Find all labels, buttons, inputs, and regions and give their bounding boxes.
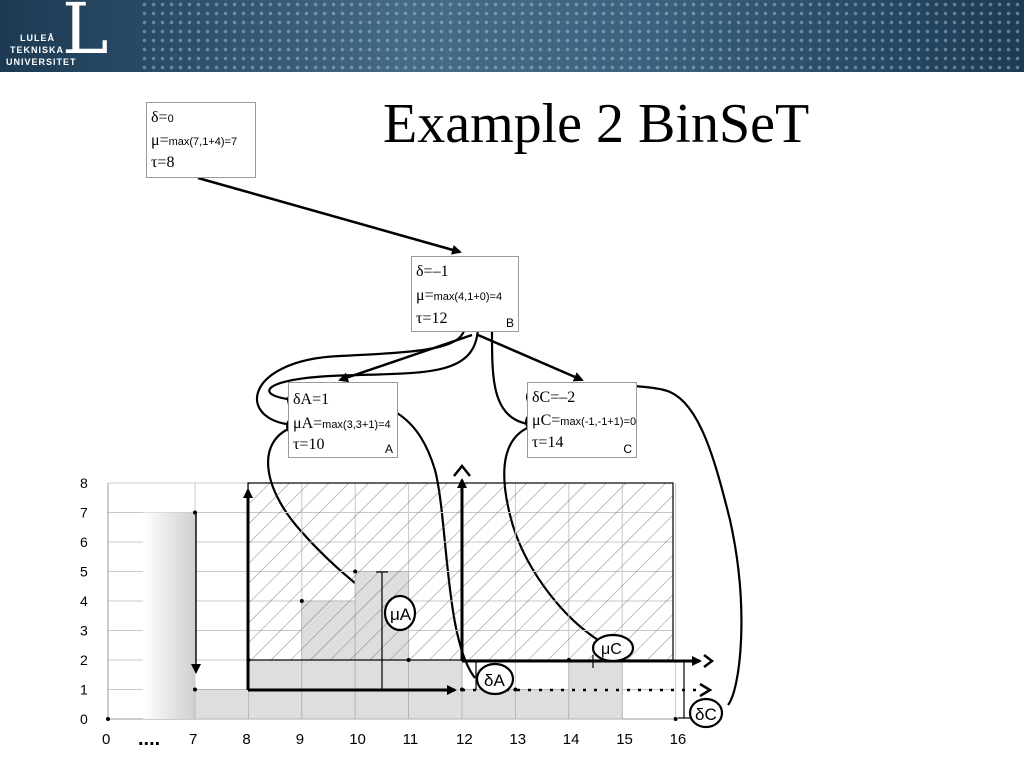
delta-c-circle: [688, 697, 724, 729]
x-tick-label: 7: [189, 731, 197, 748]
x-tick-label: 11: [403, 731, 419, 748]
node-c-tau: τ=14: [532, 434, 564, 451]
x-tick-label: 0: [102, 731, 110, 748]
x-tick-label: 9: [296, 731, 304, 748]
profile-point: [193, 687, 197, 692]
profile-point: [353, 569, 358, 574]
slide-title: Example 2 BinSeT: [383, 93, 810, 155]
profile-bar: [461, 689, 516, 720]
node-b-delta: δ=–1: [416, 263, 449, 280]
node-root-mu: μ=max(7,1+4)=7: [151, 132, 238, 149]
profile-point: [299, 599, 304, 603]
logo-text-line2: TEKNISKA: [10, 45, 65, 55]
delta-c-label: δC: [695, 705, 717, 724]
profile-bar: [194, 689, 249, 720]
profile-point: [513, 687, 518, 692]
curve-mu-to-c: [490, 324, 541, 427]
node-b-tau: τ=12: [416, 310, 448, 327]
x-tick-label: 13: [509, 731, 526, 748]
delta-a-circle: [475, 662, 515, 696]
arrow-right-b-double: [703, 654, 715, 668]
mu-a-label: μA: [390, 605, 412, 624]
university-logo: L: [62, 0, 109, 70]
delta-a-label: δA: [484, 671, 505, 690]
y-tick-label: 4: [80, 593, 88, 609]
end-point: [673, 717, 678, 721]
y-tick-label: 1: [80, 682, 88, 698]
node-a-tau: τ=10: [293, 436, 325, 453]
edge-b-c: [477, 333, 584, 382]
header-banner: L LULEÅ TEKNISKA UNIVERSITET: [0, 0, 1024, 72]
dotted-arrow-c-head: [699, 682, 713, 698]
node-c-delta: δC=–2: [532, 389, 576, 406]
logo-text-line1: LULEÅ: [20, 33, 55, 43]
x-tick-label: 14: [563, 731, 580, 748]
node-a-mu: μA=max(3,3+1)=4: [293, 415, 391, 432]
mu-c-label: μC: [601, 641, 622, 658]
node-b-id: B: [505, 316, 514, 330]
x-axis-break: ....: [138, 728, 160, 750]
arrow-up-b-double: [453, 463, 471, 477]
node-c: δC=–2 μC=max(-1,-1+1)=0 τ=14 C: [527, 382, 637, 458]
y-tick-label: 0: [80, 711, 88, 727]
edge-root-b: [197, 176, 462, 255]
initial-bar: [143, 512, 195, 719]
node-a-id: A: [384, 442, 393, 456]
y-tick-label: 2: [80, 652, 88, 668]
x-tick-label: 16: [670, 731, 687, 748]
curve-delta-to-a: [268, 324, 480, 402]
node-c-mu: μC=max(-1,-1+1)=0: [532, 412, 637, 429]
x-tick-label: 15: [616, 731, 633, 748]
x-tick-label: 10: [349, 731, 366, 748]
y-tick-label: 5: [80, 564, 88, 580]
node-root: δ=0 μ=max(7,1+4)=7 τ=8: [146, 102, 256, 178]
origin-point: [106, 717, 110, 721]
y-tick-label: 8: [80, 475, 88, 491]
x-tick-labels: 0 7 8 9 10 11 12 13 14 15 16: [102, 731, 686, 748]
logo-text-line3: UNIVERSITET: [6, 57, 77, 67]
mu-a-circle: [383, 594, 417, 632]
banner-pattern: [140, 0, 1024, 72]
y-tick-label: 3: [80, 623, 88, 639]
mu-c-circle: [591, 633, 635, 663]
y-tick-label: 6: [80, 534, 88, 550]
node-root-delta: δ=0: [151, 109, 174, 126]
node-b-mu: μ=max(4,1+0)=4: [416, 287, 503, 304]
profile-bar: [515, 689, 570, 720]
x-tick-label: 8: [242, 731, 250, 748]
y-tick-label: 7: [80, 505, 88, 521]
y-tick-labels: 0 1 2 3 4 5 6 7 8: [80, 475, 88, 727]
node-root-tau: τ=8: [151, 154, 175, 171]
curve-mu-to-a: [255, 324, 467, 427]
node-a-delta: δA=1: [293, 391, 330, 408]
node-c-id: C: [623, 442, 632, 456]
x-tick-label: 12: [456, 731, 473, 748]
node-b: δ=–1 μ=max(4,1+0)=4 τ=12 B: [411, 256, 519, 332]
node-a: δA=1 μA=max(3,3+1)=4 τ=10 A: [288, 382, 398, 458]
profile-point: [406, 658, 411, 662]
